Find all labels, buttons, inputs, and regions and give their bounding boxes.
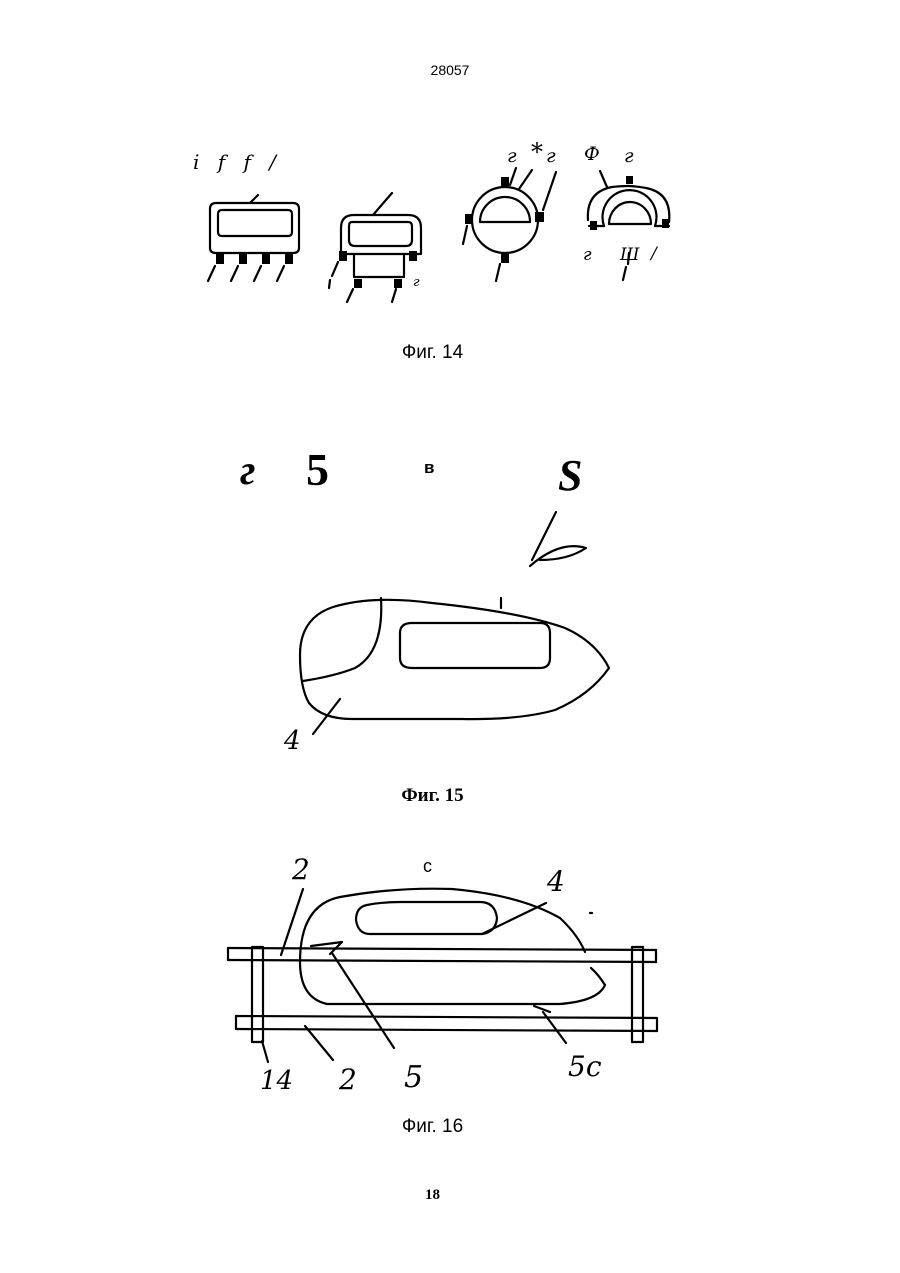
fig14-view-3 bbox=[463, 168, 556, 281]
fig16-body bbox=[228, 889, 657, 1062]
fig14-view-1 bbox=[208, 195, 299, 281]
fig15-body bbox=[300, 512, 609, 734]
fig14-view-4 bbox=[588, 171, 669, 280]
fig14-view-2 bbox=[329, 193, 421, 302]
